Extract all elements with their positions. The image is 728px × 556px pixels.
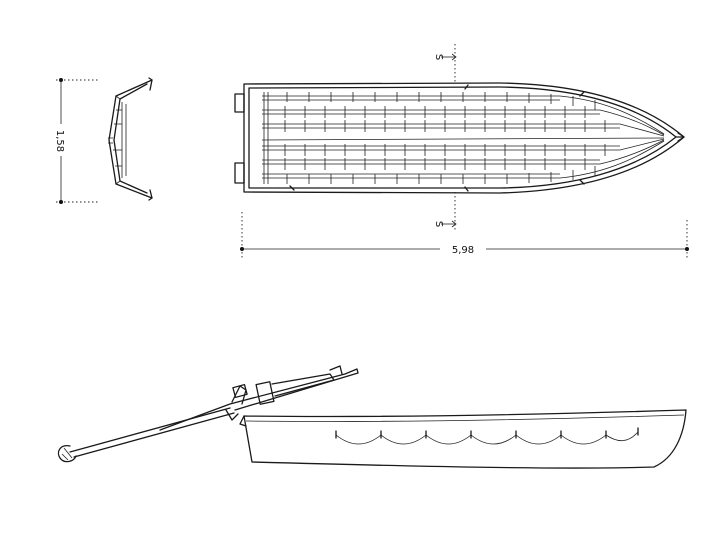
section-marker-top: S bbox=[433, 44, 457, 84]
section-label-bottom: S bbox=[433, 221, 444, 227]
oar-assembly bbox=[57, 365, 359, 463]
beam-dimension: 1,58 bbox=[54, 78, 98, 204]
cross-section-view bbox=[108, 77, 153, 201]
length-dimension: 5,98 bbox=[240, 212, 689, 258]
section-label-top: S bbox=[433, 54, 444, 60]
side-profile-view bbox=[239, 409, 687, 469]
length-dimension-label: 5,98 bbox=[452, 245, 474, 256]
section-marker-bottom: S bbox=[433, 192, 457, 232]
beam-dimension-label: 1,58 bbox=[54, 130, 65, 152]
plan-view bbox=[234, 82, 685, 194]
